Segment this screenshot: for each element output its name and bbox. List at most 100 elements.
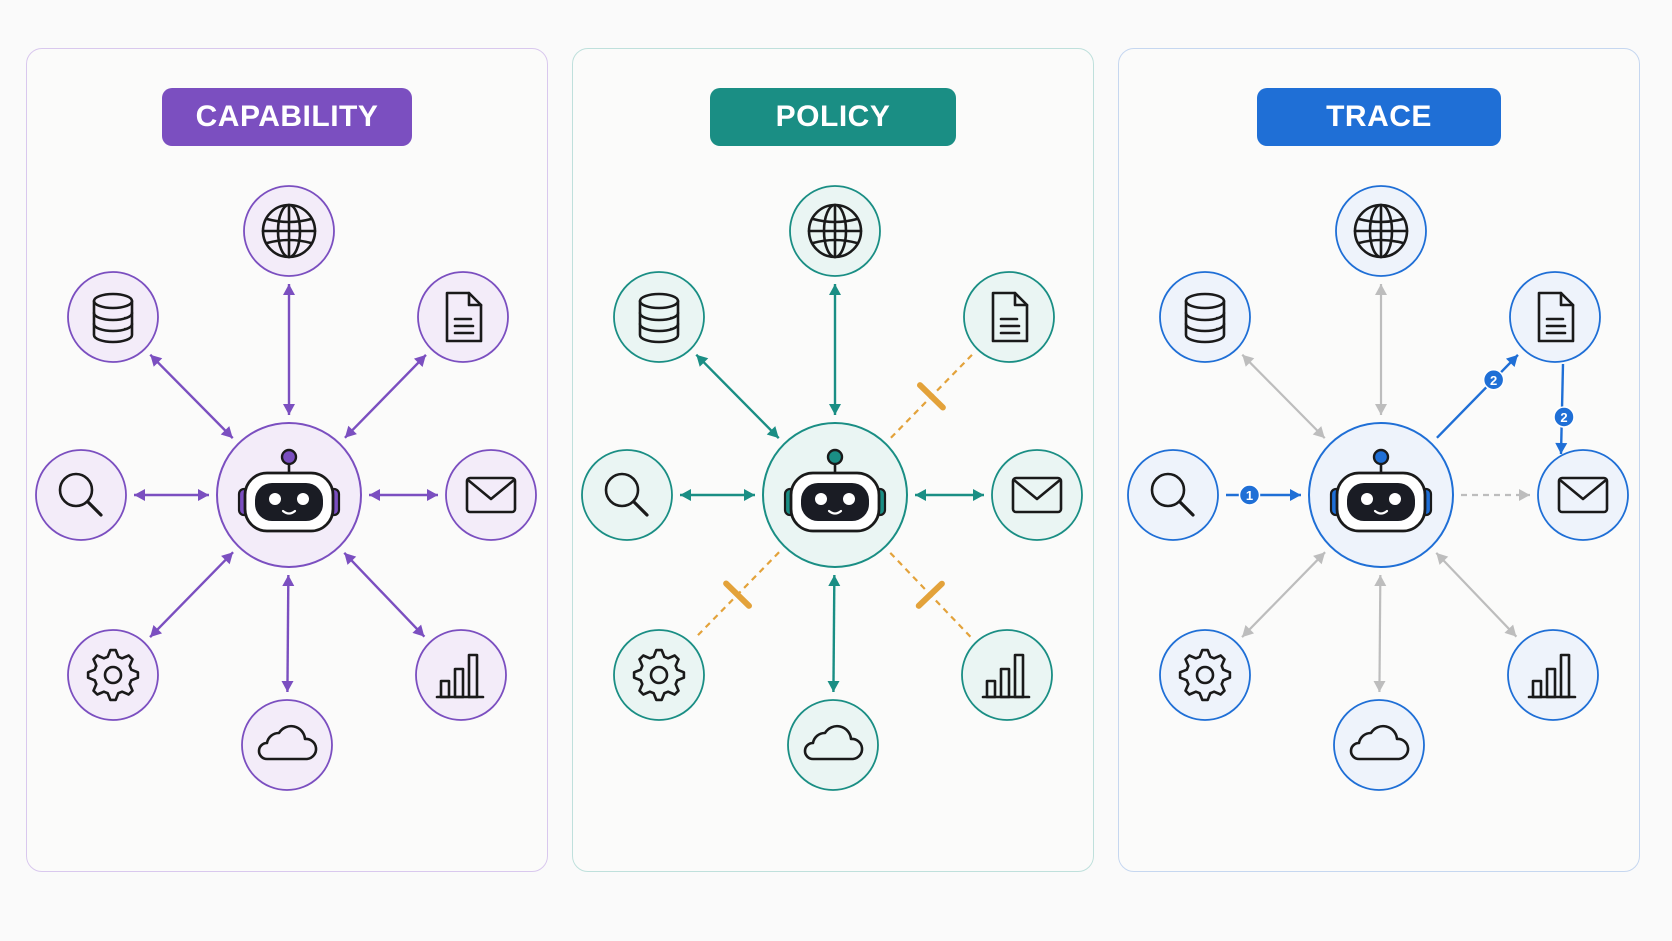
step-badge: 2 (1553, 406, 1575, 428)
edge-document (344, 354, 427, 439)
edge-database (695, 353, 780, 439)
cloud-icon (803, 724, 864, 761)
block-marker (723, 580, 753, 609)
arrowhead-in (198, 489, 209, 501)
arrowhead-in (1374, 574, 1387, 587)
arrowhead-out (281, 680, 294, 693)
block-marker (916, 382, 946, 411)
step-badge: 2 (1482, 369, 1505, 391)
tool-node-search (1127, 449, 1219, 541)
tool-node-document (417, 271, 509, 363)
capability-panel: CAPABILITY (26, 48, 548, 872)
arrowhead-out (1519, 489, 1530, 501)
tool-node-mail (445, 449, 537, 541)
database-icon (638, 292, 680, 344)
tool-node-database (67, 271, 159, 363)
tool-node-database (613, 271, 705, 363)
tool-node-mail (1537, 449, 1629, 541)
edge-mail (1461, 489, 1530, 501)
arrowhead-in (1312, 426, 1325, 439)
edge-gear (1241, 551, 1326, 638)
arrowhead-in (1313, 552, 1326, 565)
svg-text:2: 2 (1490, 373, 1497, 388)
capability-title: CAPABILITY (162, 88, 412, 146)
arrowhead-in (283, 404, 295, 415)
arrowhead-out (827, 680, 840, 693)
arrowhead-out (1242, 625, 1255, 638)
arrowhead-in (220, 426, 233, 439)
document-icon (445, 291, 483, 343)
policy-title: POLICY (710, 88, 956, 146)
tool-node-mail (991, 449, 1083, 541)
edge-document (890, 354, 973, 439)
trace-diagram: 2 1 2 (1127, 185, 1629, 791)
robot-icon (237, 448, 341, 533)
cloud-icon (257, 724, 318, 761)
bar-chart-icon (1527, 653, 1577, 699)
arrowhead-out (696, 354, 709, 367)
tool-node-globe (789, 185, 881, 277)
arrowhead-in (282, 574, 295, 587)
edge-chart (343, 552, 426, 638)
mail-icon (1011, 476, 1063, 514)
cloud-icon (1349, 724, 1410, 761)
edge-search (134, 489, 209, 501)
tool-node-cloud (787, 699, 879, 791)
edge-globe (283, 284, 295, 415)
agent-hub (216, 422, 362, 568)
arrowhead-out (1555, 442, 1568, 454)
robot-icon (783, 448, 887, 533)
svg-text:1: 1 (1246, 488, 1253, 503)
tool-node-gear (67, 629, 159, 721)
trace-panel: 2 1 2 TRACE (1118, 48, 1640, 872)
tool-node-document (1509, 271, 1601, 363)
arrowhead-out (150, 625, 163, 638)
edge-chart (1435, 552, 1518, 638)
tool-node-globe (1335, 185, 1427, 277)
globe-icon (807, 203, 863, 259)
gear-icon (1178, 648, 1232, 702)
policy-panel: POLICY (572, 48, 1094, 872)
tool-node-chart (1507, 629, 1599, 721)
arrowhead-in (828, 574, 841, 587)
svg-text:2: 2 (1560, 410, 1567, 425)
arrowhead-out (150, 354, 163, 367)
edge-gear (149, 551, 234, 638)
arrowhead-out (427, 489, 438, 501)
trace-title: TRACE (1257, 88, 1501, 146)
edge-database (1241, 353, 1326, 439)
tool-node-search (581, 449, 673, 541)
arrowhead-in (1375, 404, 1387, 415)
agent-hub (762, 422, 908, 568)
search-icon (58, 472, 103, 517)
tool-node-chart (415, 629, 507, 721)
arrowhead-in (829, 404, 841, 415)
tool-node-document (963, 271, 1055, 363)
edge-mail (369, 489, 438, 501)
document-icon (991, 291, 1029, 343)
edge-search (680, 489, 755, 501)
arrowhead-out (413, 354, 426, 367)
arrowhead-in (915, 489, 926, 501)
edge-cloud (281, 574, 295, 693)
step-badge: 1 (1238, 484, 1261, 506)
arrowhead-in (221, 552, 234, 565)
tool-node-search (35, 449, 127, 541)
arrowhead-in (369, 489, 380, 501)
arrowhead-out (412, 624, 425, 637)
edge-cloud (827, 574, 841, 693)
edge-document-to-mail: 2 (1553, 363, 1575, 455)
arrowhead-out (1242, 354, 1255, 367)
edge-chart (889, 552, 972, 638)
arrowhead-out (680, 489, 691, 501)
document-icon (1537, 291, 1575, 343)
edge-cloud (1373, 574, 1387, 693)
search-icon (1150, 472, 1195, 517)
arrowhead-out (829, 284, 841, 295)
tool-node-gear (613, 629, 705, 721)
arrowhead-out (1504, 624, 1517, 637)
arrowhead-in (344, 552, 357, 565)
arrowhead-in (344, 425, 357, 438)
arrowhead-out (283, 284, 295, 295)
